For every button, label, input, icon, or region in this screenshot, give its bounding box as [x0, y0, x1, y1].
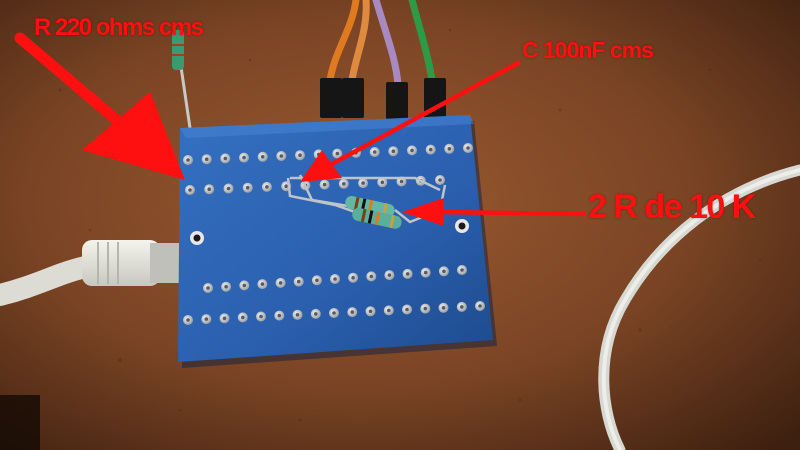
solder-pad-hole	[387, 273, 392, 277]
solder-pad-hole	[405, 307, 409, 312]
annotation-arrows	[14, 32, 586, 226]
solder-pad-hole	[204, 157, 209, 161]
solder-pad-hole	[245, 185, 250, 190]
arrow-2r10k	[439, 209, 586, 217]
annotation-2r10k-label: 2 R de 10 K	[588, 188, 756, 226]
solder-pad-hole	[399, 179, 404, 184]
solder-pad-hole	[242, 155, 246, 160]
solder-pad-hole	[188, 188, 192, 192]
solder-pad-hole	[332, 311, 336, 315]
solder-pad-hole	[260, 282, 265, 286]
solder-pad-hole	[372, 150, 377, 154]
jumper-wires	[326, 0, 436, 89]
arrowhead-c100	[300, 150, 342, 182]
solder-pad-hole	[186, 318, 190, 322]
solder-pad-hole	[441, 306, 446, 310]
solder-pad-hole	[322, 182, 327, 187]
solder-pad-hole	[442, 269, 446, 274]
usb-cable-left	[0, 255, 101, 306]
solder-pad-hole	[226, 186, 231, 191]
arrowhead-r220	[82, 92, 185, 180]
solder-pad-hole	[423, 306, 428, 311]
solder-pad-hole	[284, 184, 289, 188]
solder-pad-hole	[333, 277, 337, 281]
solder-pad-hole	[447, 147, 452, 151]
wood-speckles	[58, 28, 762, 422]
solder-pad-hole	[241, 315, 245, 320]
solder-pad-hole	[204, 317, 209, 321]
solder-pad-hole	[410, 148, 414, 153]
annotation-r220-label: R 220 ohms cms	[34, 14, 204, 41]
solder-pad-hole	[186, 158, 190, 162]
solder-pad-hole	[361, 181, 365, 185]
solder-pad-hole	[335, 151, 340, 156]
resistor-10k-b	[352, 207, 402, 229]
solder-pad-hole	[222, 316, 227, 321]
solder-pad-hole	[260, 155, 265, 159]
pcb-pin-rows	[183, 143, 485, 325]
solder-pad-hole	[351, 275, 355, 280]
solder-pad-hole	[224, 284, 228, 289]
solder-pad-hole	[466, 146, 470, 150]
solder-pad-hole	[478, 304, 482, 308]
solder-pad-hole	[296, 279, 301, 284]
solder-pad-hole	[314, 312, 318, 316]
solder-pad-hole	[342, 182, 346, 186]
solder-pad-hole	[277, 313, 282, 318]
solder-pad-hole	[423, 270, 428, 275]
solder-pad-hole	[438, 178, 442, 182]
solder-pad-hole	[405, 272, 410, 276]
usb-plug-left	[82, 240, 182, 286]
solder-pad-hole	[223, 156, 228, 161]
solder-pad-hole	[242, 283, 247, 288]
arrowhead-2r10k	[402, 198, 444, 226]
solder-pad-hole	[315, 278, 319, 283]
solder-pad-hole	[265, 185, 269, 189]
solder-pad-hole	[380, 180, 385, 185]
solder-pad-hole	[387, 308, 391, 313]
solder-pad-hole	[206, 286, 210, 290]
solder-pad-hole	[295, 313, 300, 317]
resistor-220-leads	[172, 30, 192, 129]
annotation-c100-label: C 100nF cms	[522, 37, 654, 63]
solder-pad-hole	[259, 314, 263, 319]
resistor-10k-a	[345, 196, 395, 217]
solder-pad-hole	[391, 149, 396, 153]
solder-pad-hole	[207, 187, 211, 191]
solder-pad-hole	[460, 268, 464, 272]
mounting-holes	[190, 219, 469, 245]
bottom-left-shadow	[0, 395, 40, 450]
solder-pad-hole	[460, 305, 464, 309]
solder-pad-hole	[279, 154, 284, 158]
solder-pad-hole	[350, 310, 355, 314]
solder-pad-hole	[428, 147, 433, 152]
solder-pad-hole	[278, 281, 283, 285]
arrow-c100	[328, 60, 522, 167]
solder-pad-hole	[298, 153, 302, 157]
solder-pad-hole	[369, 274, 374, 279]
solder-pad-hole	[368, 309, 373, 314]
